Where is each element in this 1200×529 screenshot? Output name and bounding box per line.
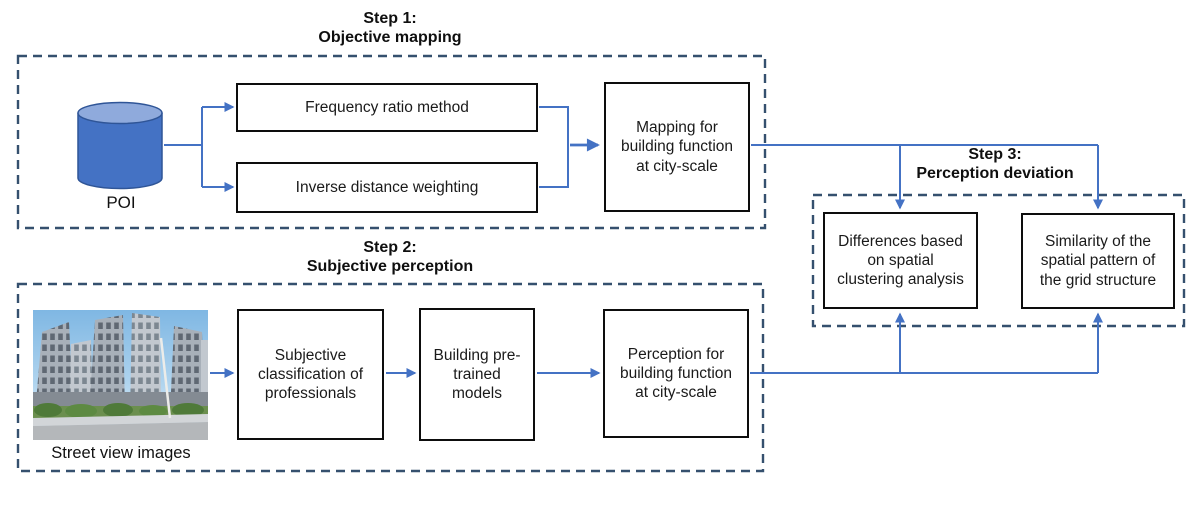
step2-title-line2: Subjective perception xyxy=(306,257,474,275)
node-frequency-ratio-method: Frequency ratio method xyxy=(236,83,538,132)
node-similarity-spatial-pattern: Similarity of the spatial pattern of the… xyxy=(1021,213,1175,309)
step1-title-line2: Objective mapping xyxy=(318,28,462,46)
step3-dashed-region xyxy=(811,193,1186,328)
node-subjective-classification: Subjective classification of professiona… xyxy=(237,309,384,440)
connector-arrows xyxy=(164,102,1103,378)
step1-title-line1: Step 1: xyxy=(363,10,417,27)
step2-title-line1: Step 2: xyxy=(363,239,417,256)
node-mapping-building-function: Mapping for building function at city-sc… xyxy=(604,82,750,212)
step1-dashed-region xyxy=(16,54,767,230)
poi-database-icon xyxy=(77,101,163,190)
step3-title-line2: Perception deviation xyxy=(916,164,1074,182)
node-perception-building-function: Perception for building function at city… xyxy=(603,309,749,438)
poi-label: POI xyxy=(106,193,136,212)
node-inverse-distance-weighting: Inverse distance weighting xyxy=(236,162,538,213)
step1-title: Step 1: Objective mapping xyxy=(290,10,490,47)
step3-title: Step 3: Perception deviation xyxy=(895,146,1095,183)
step2-dashed-region xyxy=(16,282,765,473)
node-differences-spatial-clustering: Differences based on spatial clustering … xyxy=(823,212,978,309)
step2-title: Step 2: Subjective perception xyxy=(290,239,490,276)
street-view-caption: Street view images xyxy=(51,444,191,462)
street-view-image xyxy=(33,310,208,440)
node-building-pretrained-models: Building pre-trained models xyxy=(419,308,535,441)
step3-title-line1: Step 3: xyxy=(968,146,1022,163)
